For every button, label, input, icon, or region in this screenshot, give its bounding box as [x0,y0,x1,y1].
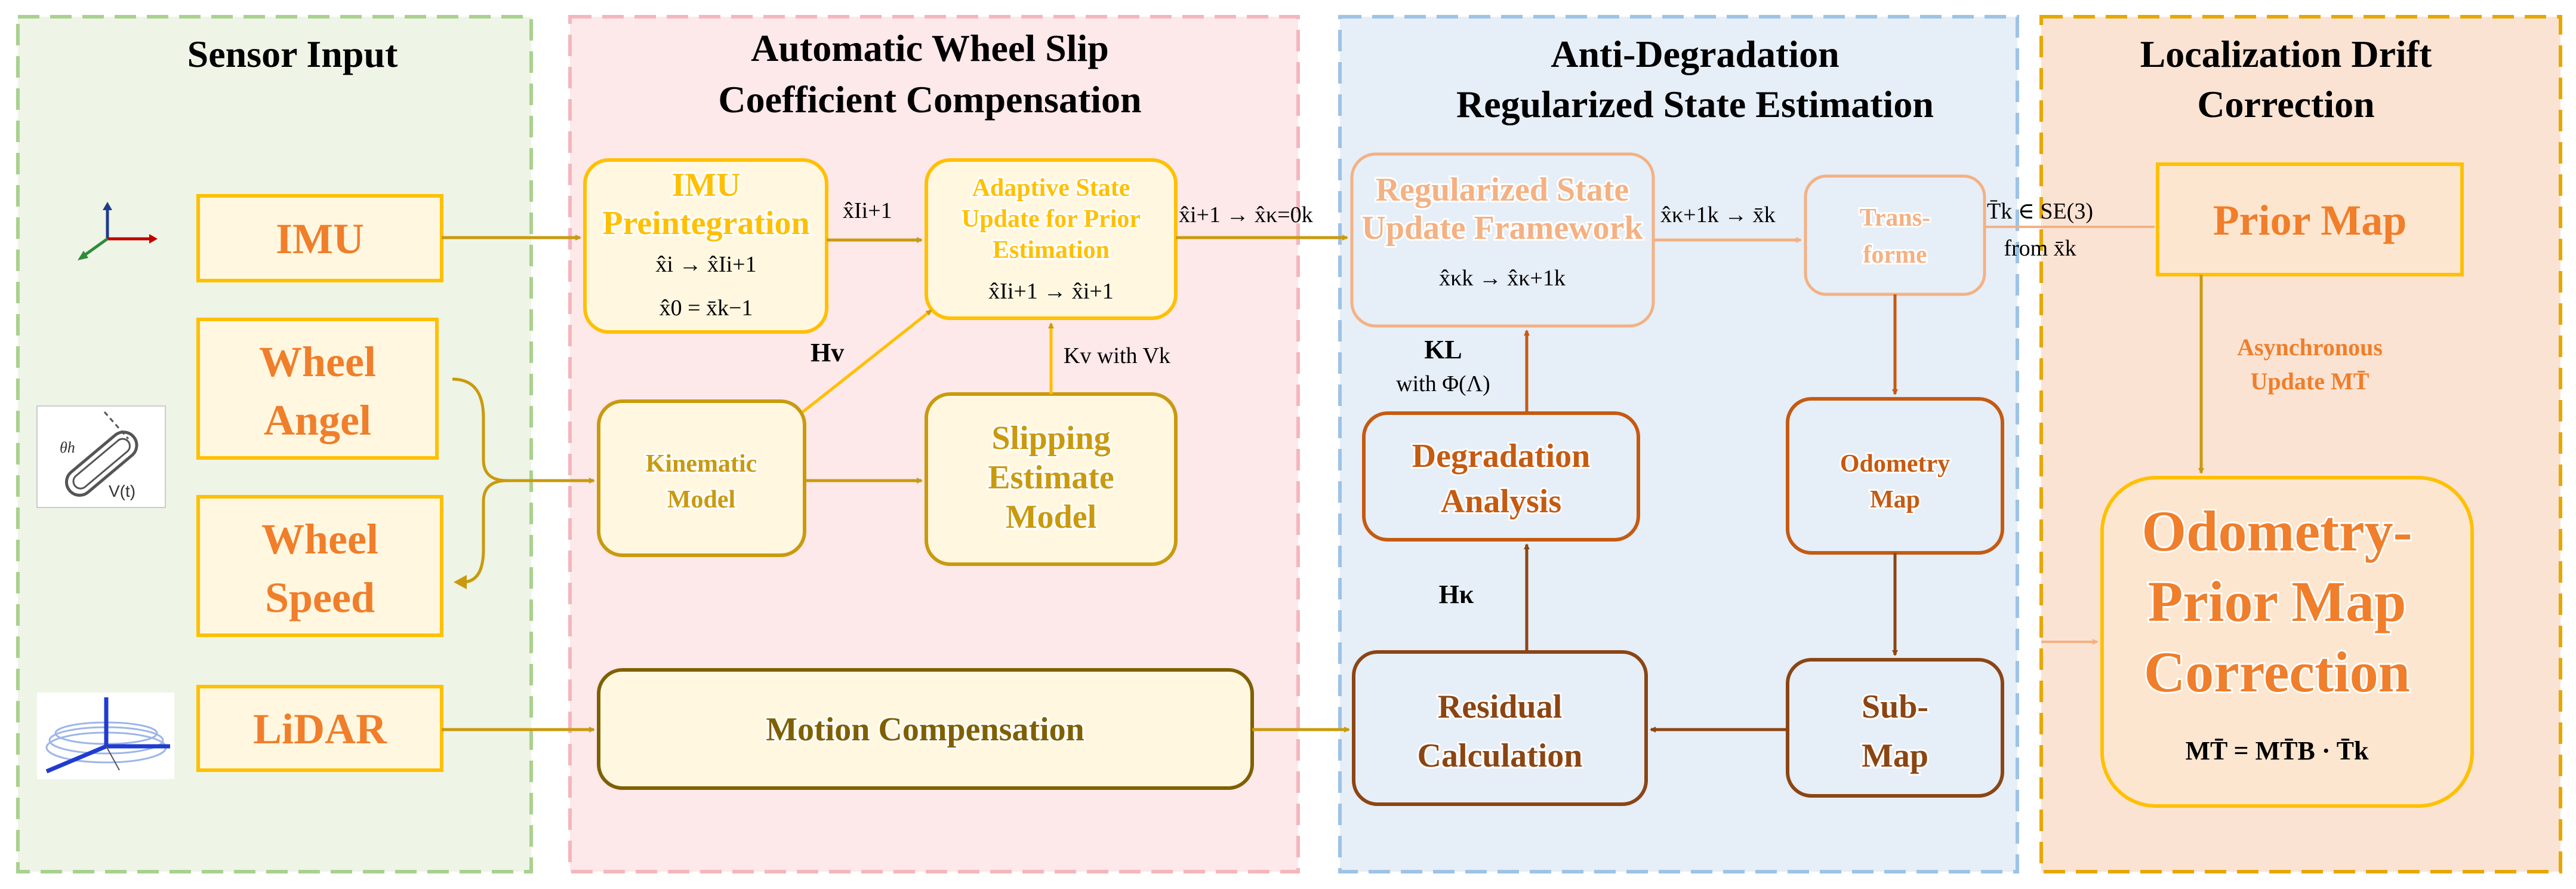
transforme-box: Trans- forme [1804,174,1986,296]
odometry-map-box: Odometry Map [1786,397,2004,555]
wheel-brace [452,377,508,584]
label-Kv: Kv with Vk [1064,343,1170,368]
preint-eq-2: x̂0 = x̄k−1 [660,296,753,321]
sub-map-box: Sub- Map [1786,658,2004,798]
label-async-line1: Asynchronous [2237,334,2383,361]
wheel-speed-label-line2: Speed [265,574,375,622]
imu-sensor-box: IMU [196,194,443,282]
wheel-speed-sensor-box: Wheel Speed [196,495,443,637]
slipping-estimate-model-box: Slipping Estimate Model [925,392,1178,566]
lidar-icon [37,693,174,779]
regularized-state-update-box: Regularized State Update Framework x̂κk … [1350,152,1655,328]
regularized-label-line2: Update Framework [1361,210,1643,247]
slipping-label-line3: Model [1006,499,1096,536]
title-sensor-input: Sensor Input [187,33,398,75]
adaptive-label-line1: Adaptive State [972,174,1130,202]
title-wheel-slip-line1: Automatic Wheel Slip [751,27,1109,69]
regularized-eq: x̂κk → x̂κ+1k [1439,266,1566,291]
wheel-angel-sensor-box: Wheel Angel [196,318,439,460]
wheel-angle-icon: θh V(t) [36,405,166,508]
motion-compensation-label: Motion Compensation [766,711,1084,748]
prior-map-box: Prior Map [2156,162,2464,276]
wheel-speed-label-line1: Wheel [261,515,378,563]
kinematic-label-line1: Kinematic [646,450,757,478]
correction-label-line1: Odometry- [2141,499,2412,563]
label-KL: KL [1424,335,1462,364]
correction-label-line2: Prior Map [2148,570,2406,633]
odometry-prior-map-correction-box: Odometry- Prior Map Correction MT̄ = MT̄… [2100,476,2474,808]
odometry-map-label-line2: Map [1870,486,1920,513]
degradation-label-line1: Degradation [1412,438,1591,475]
kinematic-model-box: Kinematic Model [597,399,806,557]
sub-map-label-line1: Sub- [1862,688,1928,725]
adaptive-label-line3: Estimation [993,236,1110,264]
degradation-label-line2: Analysis [1441,483,1561,520]
adaptive-label-line2: Update for Prior [962,205,1141,233]
preint-label-line1: IMU [671,167,740,204]
odometry-map-label-line1: Odometry [1840,450,1950,478]
wheel-icon-velocity: V(t) [109,482,135,500]
imu-label: IMU [276,215,364,263]
wheel-angel-label-line2: Angel [264,396,371,444]
arrow-kinematic-to-adaptive [802,309,932,413]
title-anti-degradation-line1: Anti-Degradation [1551,33,1839,75]
correction-eq: MT̄ = MT̄B · T̄k [2185,736,2369,765]
title-drift-line1: Localization Drift [2140,33,2432,75]
wheel-icon-theta: θh [60,439,75,456]
slipping-label-line2: Estimate [988,459,1114,496]
label-T-from: from x̄k [2004,236,2076,261]
sub-map-label-line2: Map [1862,737,1928,774]
adaptive-state-update-box: Adaptive State Update for Prior Estimati… [925,158,1178,320]
adaptive-eq: x̂Ii+1 → x̂i+1 [988,279,1114,304]
slipping-label-line1: Slipping [991,420,1110,457]
wheel-brace-arrowhead [454,575,467,589]
label-xhat-I: x̂Ii+1 [843,198,892,223]
title-anti-degradation-line2: Regularized State Estimation [1456,83,1934,125]
correction-label-line3: Correction [2144,640,2410,704]
axes-icon [78,202,158,260]
title-drift-line2: Correction [2197,83,2374,125]
motion-compensation-box: Motion Compensation [597,668,1254,790]
prior-map-label: Prior Map [2213,196,2407,244]
lidar-sensor-box: LiDAR [196,685,443,772]
residual-label-line2: Calculation [1418,737,1583,774]
transforme-label-line1: Trans- [1860,204,1930,232]
title-wheel-slip-line2: Coefficient Compensation [718,78,1141,121]
imu-preintegration-box: IMU Preintegration x̂i → x̂Ii+1 x̂0 = x̄… [583,158,828,334]
label-T-se3: T̄k ∈ SE(3) [1987,199,2093,224]
transforme-label-line2: forme [1863,241,1927,269]
label-xk: x̂κ+1k → x̄k [1660,202,1776,227]
residual-calculation-box: Residual Calculation [1352,650,1648,806]
regularized-label-line1: Regularized State [1376,171,1629,208]
label-KL-with: with Φ(Λ) [1396,371,1490,396]
degradation-analysis-box: Degradation Analysis [1362,411,1640,542]
label-Hkappa: Hκ [1439,580,1474,609]
residual-label-line1: Residual [1438,688,1563,725]
label-Hv: Hv [811,338,844,367]
label-async-line2: Update MT̄ [2251,368,2369,395]
label-xhat-kappa0: x̂i+1 → x̂κ=0k [1179,202,1313,227]
preint-label-line2: Preintegration [602,205,809,242]
wheel-angel-label-line1: Wheel [259,338,376,386]
preint-eq-1: x̂i → x̂Ii+1 [655,252,756,277]
kinematic-label-line2: Model [667,486,735,513]
connector-arrows [442,226,2204,733]
lidar-label: LiDAR [253,705,387,753]
